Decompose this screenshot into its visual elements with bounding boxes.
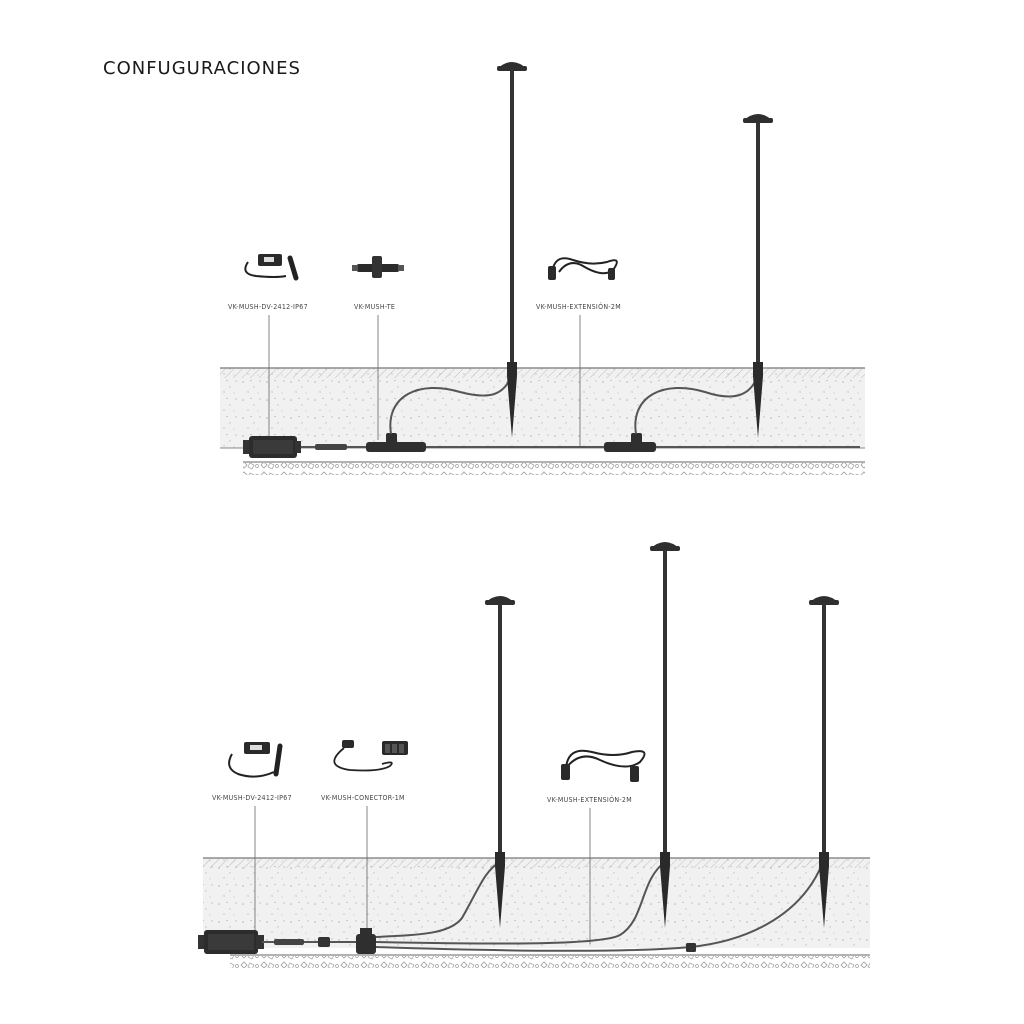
te-connector-2	[604, 433, 656, 452]
te-label: VK-MUSH-TE	[354, 303, 395, 311]
mushroom-light-1	[497, 62, 527, 438]
extension-cable-thumbnail	[548, 257, 618, 280]
mushroom-light-5	[809, 596, 839, 928]
gravel-layer-2	[230, 956, 870, 968]
driver-box-2	[198, 930, 264, 954]
extension-label: VK-MUSH-EXTENSIÓN-2M	[536, 302, 621, 311]
mushroom-light-4	[650, 542, 680, 928]
connector-hub	[356, 928, 376, 954]
te-connector-thumbnail	[352, 256, 404, 278]
ground-surface-2	[203, 859, 870, 868]
soil-layer	[220, 368, 865, 448]
driver-label-2: VK-MUSH-DV-2412-IP67	[212, 794, 292, 802]
driver-thumbnail-2	[228, 742, 283, 778]
ground-surface	[220, 369, 865, 378]
config-1: VK-MUSH-DV-2412-IP67 VK-MUSH-TE VK-MUSH-…	[220, 62, 865, 475]
extension-label-2: VK-MUSH-EXTENSIÓN-2M	[547, 795, 632, 804]
soil-layer-2	[203, 858, 870, 948]
mushroom-light-3	[485, 596, 515, 928]
connector-cable-thumbnail	[333, 740, 408, 772]
extension-cable-thumbnail-2	[561, 749, 646, 782]
driver-box	[243, 436, 301, 458]
driver-thumbnail	[244, 254, 299, 281]
config-2: VK-MUSH-DV-2412-IP67 VK-MUSH-CONECTOR-1M…	[198, 542, 870, 968]
mushroom-light-2	[743, 114, 773, 438]
driver-label: VK-MUSH-DV-2412-IP67	[228, 303, 308, 311]
page-title: CONFUGURACIONES	[103, 58, 301, 79]
te-connector-1	[366, 433, 426, 452]
gravel-layer	[243, 463, 865, 475]
connector-label: VK-MUSH-CONECTOR-1M	[321, 794, 405, 802]
